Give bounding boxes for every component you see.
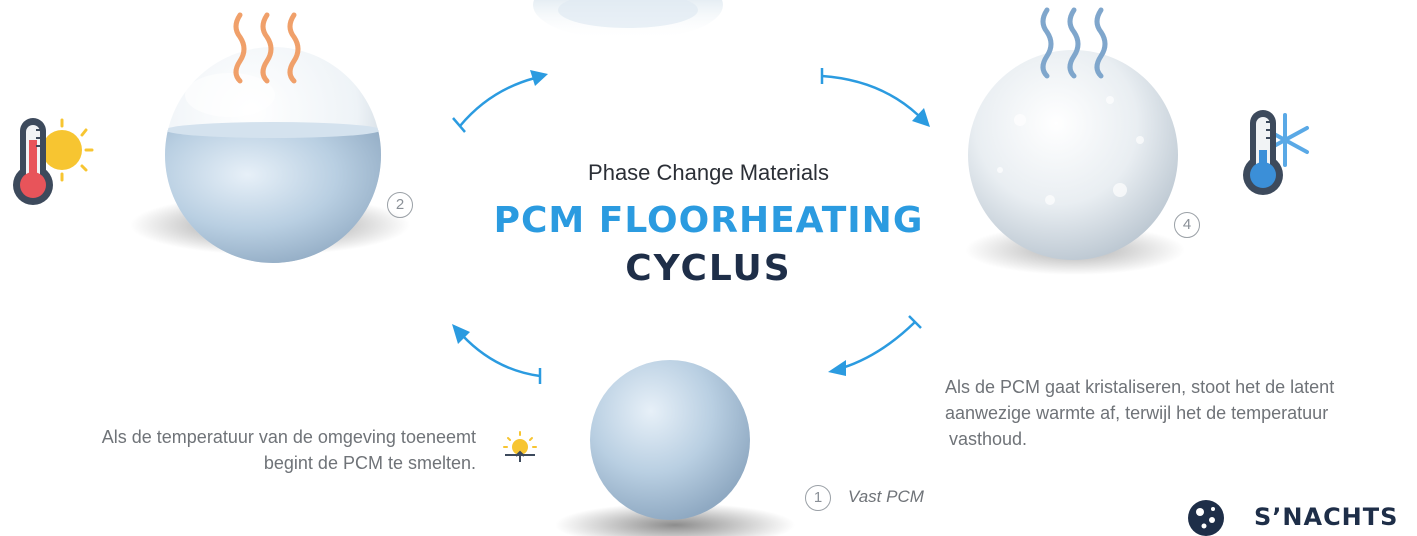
diagram-subtitle: Phase Change Materials	[588, 160, 829, 185]
step-2-number: 2	[387, 192, 413, 218]
step-4-number: 4	[1174, 212, 1200, 238]
crystal-caption-line2: aanwezige warmte af, terwijl het de temp…	[945, 403, 1329, 423]
hot-thermometer-icon	[13, 118, 94, 205]
top-blurred-sphere	[533, 0, 723, 40]
arrow-1-to-2	[452, 324, 542, 384]
diagram-title-line2: CYCLUS	[625, 248, 792, 289]
cycle-arrows	[452, 68, 930, 384]
cold-thermometer-icon	[1243, 110, 1309, 195]
sphere-1	[555, 360, 795, 536]
sphere-4	[965, 50, 1185, 275]
step-1-label: Vast PCM	[848, 487, 924, 506]
melt-caption-line2: begint de PCM te smelten.	[263, 453, 476, 473]
arrow-4-to-1	[828, 315, 922, 376]
moon-icon	[1188, 500, 1224, 536]
melt-caption: Als de temperatuur van de omgeving toene…	[20, 424, 476, 476]
crystal-caption-line3: vasthoud.	[949, 429, 1028, 449]
night-badge-label: S’NACHTS	[1254, 503, 1399, 531]
arrow-top-to-4	[820, 68, 930, 127]
step-1-number: 1	[805, 485, 831, 511]
cold-waves-icon	[1040, 7, 1108, 79]
diagram-title: PCM FLOORHEATING	[493, 200, 924, 241]
sun-rise-icon	[503, 431, 537, 462]
crystal-caption: Als de PCM gaat kristaliseren, stoot het…	[945, 374, 1415, 452]
heat-waves-icon	[233, 12, 301, 84]
crystal-caption-line1: Als de PCM gaat kristaliseren, stoot het…	[945, 377, 1335, 397]
melt-caption-line1: Als de temperatuur van de omgeving toene…	[101, 427, 476, 447]
sphere-2	[130, 47, 410, 263]
arrow-2-to-top	[452, 70, 548, 133]
